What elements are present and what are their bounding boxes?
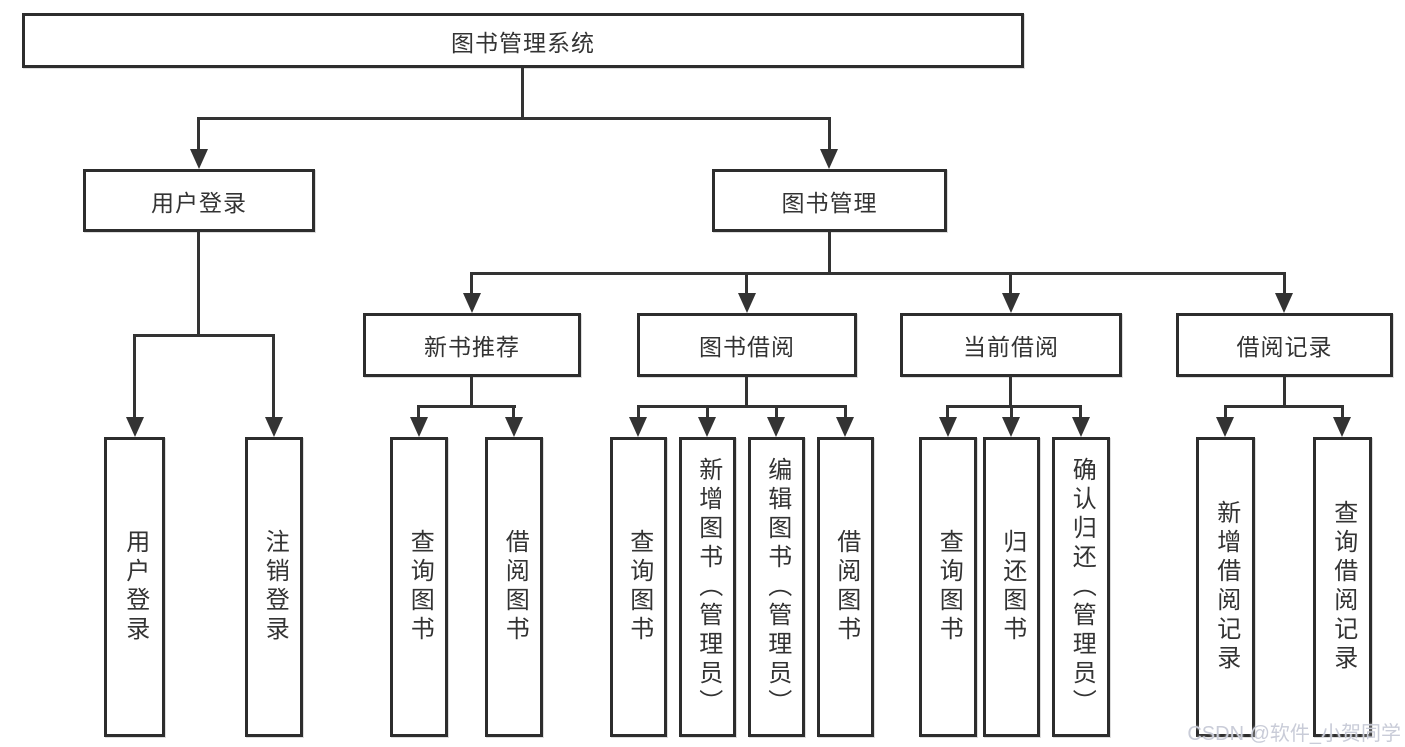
arrow-down-icon xyxy=(505,417,523,437)
leaf-query-books-recommend: 查询图书 xyxy=(390,437,448,737)
leaf-query-borrow-record: 查询借阅记录 xyxy=(1313,437,1372,737)
leaf-edit-book-admin-label: 编辑图书（管理员） xyxy=(763,456,791,718)
node-library-system-label: 图书管理系统 xyxy=(451,29,595,56)
connector-recommend-stub xyxy=(470,376,473,408)
leaf-return-book-label: 归还图书 xyxy=(998,529,1026,645)
connector-leaf-line xyxy=(1224,405,1227,419)
node-user-login: 用户登录 xyxy=(83,169,315,232)
leaf-add-borrow-record: 新增借阅记录 xyxy=(1196,437,1255,737)
connector-to-current-borrowing xyxy=(1009,272,1012,295)
leaf-borrow-books-borrowing-label: 借阅图书 xyxy=(832,529,860,645)
connector-to-book-management xyxy=(828,117,831,151)
leaf-borrow-books-borrowing: 借阅图书 xyxy=(817,437,874,737)
arrow-down-icon xyxy=(463,293,481,313)
connector-leaf-line xyxy=(1079,405,1082,419)
leaf-edit-book-admin: 编辑图书（管理员） xyxy=(748,437,805,737)
connector-current-stub xyxy=(1009,376,1012,408)
leaf-confirm-return-admin: 确认归还（管理员） xyxy=(1052,437,1110,737)
leaf-logout-label: 注销登录 xyxy=(261,529,289,645)
node-book-borrowing-label: 图书借阅 xyxy=(699,334,795,360)
leaf-query-books-borrowing: 查询图书 xyxy=(610,437,667,737)
node-book-management: 图书管理 xyxy=(712,169,947,232)
csdn-watermark: CSDN @软件_小贺同学 xyxy=(1187,723,1401,745)
leaf-return-book: 归还图书 xyxy=(983,437,1040,737)
leaf-query-books-recommend-label: 查询图书 xyxy=(406,529,434,645)
leaf-query-books-borrowing-label: 查询图书 xyxy=(625,529,653,645)
node-book-management-label: 图书管理 xyxy=(781,189,878,216)
node-library-system: 图书管理系统 xyxy=(22,13,1024,68)
node-current-borrowing: 当前借阅 xyxy=(900,313,1122,377)
arrow-down-icon xyxy=(1216,417,1234,437)
connector-leaf-line xyxy=(1341,405,1344,419)
leaf-add-book-admin-label: 新增图书（管理员） xyxy=(694,456,722,718)
connector-leaf-line xyxy=(946,405,949,419)
connector-bus-recommend xyxy=(417,405,516,408)
connector-leaf-line xyxy=(1010,405,1013,419)
connector-leaf-line xyxy=(512,405,515,419)
connector-to-leaf-user-login xyxy=(133,334,136,419)
connector-leaf-line xyxy=(637,405,640,419)
arrow-down-icon xyxy=(629,417,647,437)
node-new-book-recommend-label: 新书推荐 xyxy=(424,334,520,360)
connector-leaf-line xyxy=(706,405,709,419)
arrow-down-icon xyxy=(410,417,428,437)
connector-to-book-borrowing xyxy=(745,272,748,295)
arrow-down-icon xyxy=(836,417,854,437)
connector-bus-level3 xyxy=(470,272,1286,275)
connector-leaf-line xyxy=(775,405,778,419)
arrow-down-icon xyxy=(190,149,208,169)
leaf-query-borrow-record-label: 查询借阅记录 xyxy=(1329,500,1357,674)
connector-leaf-line xyxy=(844,405,847,419)
arrow-down-icon xyxy=(820,149,838,169)
leaf-user-login-label: 用户登录 xyxy=(121,529,149,645)
connector-bus-level2 xyxy=(197,117,831,120)
connector-leaf-line xyxy=(417,405,420,419)
leaf-logout: 注销登录 xyxy=(245,437,303,737)
node-user-login-label: 用户登录 xyxy=(151,189,247,216)
connector-bus-current xyxy=(946,405,1082,408)
connector-to-leaf-logout xyxy=(272,334,275,419)
connector-bus-user-login xyxy=(133,334,275,337)
arrow-down-icon xyxy=(1002,417,1020,437)
arrow-down-icon xyxy=(1275,293,1293,313)
leaf-borrow-books-recommend: 借阅图书 xyxy=(485,437,543,737)
arrow-down-icon xyxy=(939,417,957,437)
connector-to-user-login xyxy=(197,117,200,151)
node-borrowing-records-label: 借阅记录 xyxy=(1236,334,1333,360)
connector-to-borrowing-records xyxy=(1283,272,1286,295)
node-current-borrowing-label: 当前借阅 xyxy=(963,334,1059,360)
arrow-down-icon xyxy=(1072,417,1090,437)
connector-book-management-stub xyxy=(828,231,831,275)
arrow-down-icon xyxy=(265,417,283,437)
leaf-user-login: 用户登录 xyxy=(104,437,165,737)
arrow-down-icon xyxy=(738,293,756,313)
arrow-down-icon xyxy=(1002,293,1020,313)
leaf-add-book-admin: 新增图书（管理员） xyxy=(679,437,736,737)
node-borrowing-records: 借阅记录 xyxy=(1176,313,1393,377)
leaf-add-borrow-record-label: 新增借阅记录 xyxy=(1212,500,1240,674)
node-new-book-recommend: 新书推荐 xyxy=(363,313,581,377)
connector-borrowing-stub xyxy=(745,376,748,408)
connector-records-stub xyxy=(1283,376,1286,408)
arrow-down-icon xyxy=(767,417,785,437)
connector-bus-borrowing xyxy=(637,405,847,408)
leaf-confirm-return-admin-label: 确认归还（管理员） xyxy=(1068,456,1096,718)
connector-user-login-stub xyxy=(197,231,200,337)
node-book-borrowing: 图书借阅 xyxy=(637,313,857,377)
connector-title-stub xyxy=(521,68,524,120)
leaf-query-books-current: 查询图书 xyxy=(919,437,977,737)
arrow-down-icon xyxy=(1333,417,1351,437)
arrow-down-icon xyxy=(126,417,144,437)
leaf-query-books-current-label: 查询图书 xyxy=(935,529,963,645)
connector-to-new-book-recommend xyxy=(470,272,473,295)
arrow-down-icon xyxy=(698,417,716,437)
connector-bus-records xyxy=(1224,405,1344,408)
leaf-borrow-books-recommend-label: 借阅图书 xyxy=(501,529,529,645)
